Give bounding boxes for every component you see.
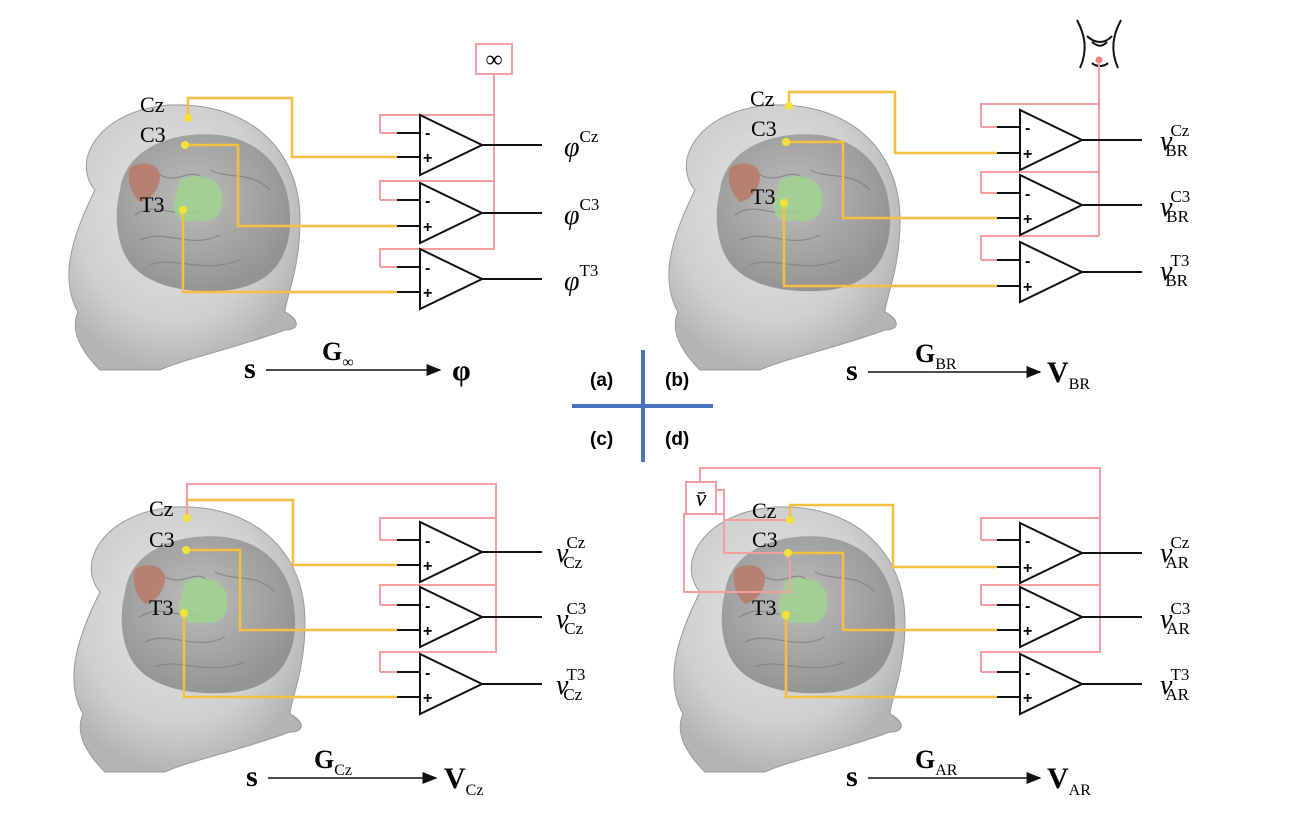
minus-sign: - (1025, 253, 1030, 270)
minus-sign: - (425, 193, 430, 210)
amplifier-c3: - + (997, 586, 1142, 648)
infinity-reference-box (475, 43, 513, 75)
equation: s GCz VCz (246, 745, 483, 799)
svg-text:GBR: GBR (915, 339, 957, 373)
svg-text:G∞: G∞ (322, 337, 354, 371)
plus-sign: + (423, 623, 432, 640)
equation: s G∞ φ (244, 337, 471, 387)
svg-text:s: s (846, 760, 858, 793)
minus-sign: - (1025, 665, 1030, 682)
electrode-label-cz: Cz (752, 498, 777, 523)
svg-text:φ: φ (452, 354, 471, 387)
equation: s GAR VAR (846, 745, 1091, 799)
svg-text:VCz: VCz (444, 762, 483, 799)
panel-d: v̄ - + - + - + Cz C3 (673, 467, 1191, 799)
electrode-label-cz: Cz (750, 86, 775, 111)
minus-sign: - (425, 125, 430, 142)
body-reference-icon (1076, 19, 1122, 69)
svg-text:s: s (846, 354, 858, 387)
svg-text:GCz: GCz (314, 745, 352, 779)
panel-label-b: (b) (665, 370, 689, 391)
plus-sign: + (1023, 211, 1032, 228)
amplifier-t3: - + (397, 653, 542, 715)
svg-text:GAR: GAR (915, 745, 958, 779)
output-label: φT3 (564, 261, 598, 297)
amplifier-t3: - + (397, 248, 542, 310)
minus-sign: - (1025, 533, 1030, 550)
amplifier-cz: - + (397, 521, 542, 583)
panel-label-d: (d) (665, 429, 689, 450)
plus-sign: + (1023, 623, 1032, 640)
electrode-label-c3: C3 (149, 527, 175, 552)
plus-sign: + (423, 558, 432, 575)
infinity-symbol: ∞ (485, 47, 502, 73)
svg-text:s: s (246, 760, 258, 793)
electrode-label-t3: T3 (752, 595, 776, 620)
plus-sign: + (423, 690, 432, 707)
minus-sign: - (425, 665, 430, 682)
amplifier-t3: - + (997, 653, 1142, 715)
electrode-label-t3: T3 (751, 184, 775, 209)
average-reference-box (685, 481, 717, 515)
minus-sign: - (1025, 186, 1030, 203)
electrode-label-t3: T3 (149, 595, 173, 620)
svg-text:VBR: VBR (1047, 356, 1090, 393)
electrode-label-cz: Cz (149, 496, 174, 521)
output-label: φC3 (564, 195, 599, 231)
electrode-label-c3: C3 (751, 116, 777, 141)
minus-sign: - (425, 260, 430, 277)
minus-sign: - (425, 533, 430, 550)
plus-sign: + (1023, 146, 1032, 163)
svg-text:VAR: VAR (1047, 762, 1091, 799)
head-model-icon (673, 506, 906, 773)
minus-sign: - (1025, 120, 1030, 137)
amplifier-cz: - + (397, 114, 542, 176)
plus-sign: + (1023, 560, 1032, 577)
plus-sign: + (1023, 279, 1032, 296)
panel-divider (572, 350, 713, 462)
amplifier-c3: - + (397, 182, 542, 244)
head-model-icon (73, 506, 306, 773)
electrode-label-t3: T3 (140, 192, 164, 217)
electrode-label-c3: C3 (140, 122, 166, 147)
plus-sign: + (1023, 690, 1032, 707)
average-symbol: v̄ (696, 486, 707, 512)
minus-sign: - (425, 598, 430, 615)
panel-a: ∞ - + - + - + Cz (68, 43, 599, 387)
minus-sign: - (1025, 598, 1030, 615)
output-label: φCz (564, 127, 599, 163)
plus-sign: + (423, 150, 432, 167)
amplifier-t3: - + (997, 241, 1142, 303)
plus-sign: + (423, 285, 432, 302)
amplifier-c3: - + (997, 174, 1142, 236)
electrode-label-c3: C3 (752, 527, 778, 552)
panel-label-c: (c) (590, 429, 613, 450)
amplifier-cz: - + (997, 109, 1142, 171)
electrode-label-cz: Cz (140, 92, 165, 117)
svg-text:s: s (244, 352, 256, 385)
panel-label-a: (a) (590, 370, 613, 391)
plus-sign: + (423, 219, 432, 236)
amplifier-cz: - + (997, 522, 1142, 584)
amplifier-c3: - + (397, 586, 542, 648)
equation: s GBR VBR (846, 339, 1090, 393)
